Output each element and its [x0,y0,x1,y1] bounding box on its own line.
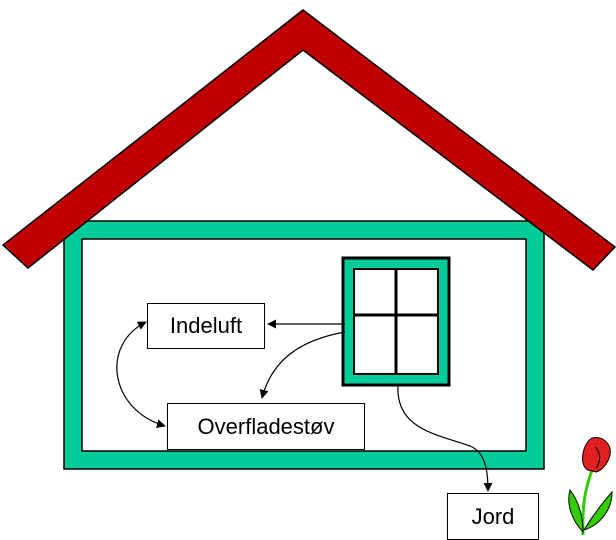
house-roof [1,9,616,272]
arrow-window-to-jord [397,384,493,492]
window-icon [341,256,451,387]
house-wall-outer-outline [81,238,527,452]
node-indeluft-label: Indeluft [169,313,243,338]
flower-petal-inner [594,446,601,469]
node-jord-label: Jord [471,503,515,529]
arrow-indeluft-overfladestov-bidirectional [116,321,166,429]
tulip-flower-icon [568,437,613,536]
arrow-window-to-overfladestov [259,331,346,399]
node-indeluft: Indeluft [147,303,265,349]
node-overfladestov: Overfladestøv [167,403,365,450]
node-jord: Jord [447,493,539,540]
flower-leaf-right [582,490,613,531]
node-overfladestov-label: Overfladestøv [197,413,335,439]
flower-leaf-left [568,488,584,534]
flower-petals [581,437,611,473]
house-wall [64,221,544,469]
house-wall-inner-outline [63,220,545,470]
